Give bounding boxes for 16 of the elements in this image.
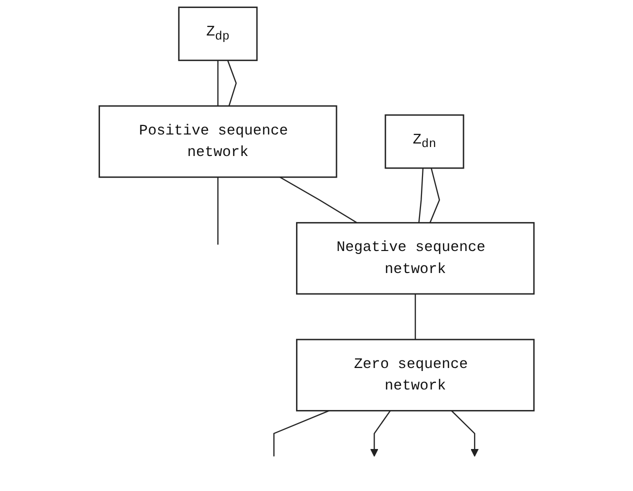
connector [279, 176, 358, 224]
connector [227, 60, 237, 106]
connector [273, 410, 330, 456]
node-box [178, 6, 258, 62]
node-box [296, 222, 534, 295]
connector [418, 168, 424, 223]
node-box [296, 338, 534, 412]
diagram: Z$_{dp}$ Positive sequence network Z$_{dn}$ Negative sequence network Zero sequence network [92, 0, 542, 491]
node-box [98, 105, 338, 178]
arrow [450, 410, 479, 457]
connector [414, 294, 416, 340]
connector [429, 168, 440, 223]
node-box [384, 114, 464, 169]
arrow [370, 410, 391, 457]
connector [217, 177, 218, 245]
connector [217, 60, 218, 106]
